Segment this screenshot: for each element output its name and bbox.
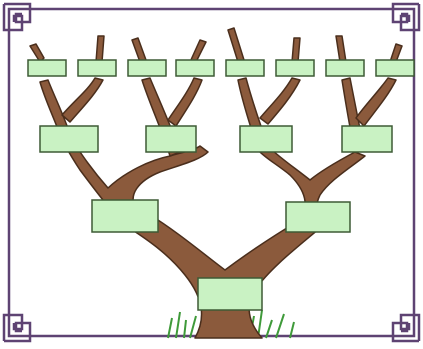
left-limb xyxy=(61,139,209,226)
name-box-great-grandparents-5[interactable] xyxy=(225,59,265,77)
name-box-root-1[interactable] xyxy=(197,277,263,311)
name-box-great-grandparents-8[interactable] xyxy=(375,59,415,77)
name-box-great-grandparents-2[interactable] xyxy=(77,59,117,77)
branch-gen2-3b xyxy=(259,77,301,125)
name-box-great-grandparents-6[interactable] xyxy=(275,59,315,77)
name-box-grandparents-4[interactable] xyxy=(341,125,393,153)
branch-gen2-1b xyxy=(61,77,104,123)
name-box-rect[interactable] xyxy=(175,59,215,77)
name-box-grandparents-3[interactable] xyxy=(239,125,293,153)
name-box-grandparents-2[interactable] xyxy=(145,125,197,153)
name-boxes xyxy=(27,59,415,311)
name-box-rect[interactable] xyxy=(77,59,117,77)
name-box-great-grandparents-1[interactable] xyxy=(27,59,67,77)
name-box-rect[interactable] xyxy=(27,59,67,77)
name-box-great-grandparents-4[interactable] xyxy=(175,59,215,77)
name-box-great-grandparents-7[interactable] xyxy=(325,59,365,77)
name-box-rect[interactable] xyxy=(341,125,393,153)
name-box-rect[interactable] xyxy=(39,125,99,153)
name-box-rect[interactable] xyxy=(275,59,315,77)
name-box-great-grandparents-3[interactable] xyxy=(127,59,167,77)
branch-gen2-4b xyxy=(355,77,397,127)
name-box-rect[interactable] xyxy=(197,277,263,311)
branch-gen2-2b xyxy=(167,77,203,127)
corner-ornament-bottom-left xyxy=(2,313,32,343)
name-box-rect[interactable] xyxy=(239,125,293,153)
twigs xyxy=(29,27,403,63)
name-box-parents-1[interactable] xyxy=(91,199,159,233)
name-box-rect[interactable] xyxy=(325,59,365,77)
corner-ornament-top-right xyxy=(391,2,421,32)
name-box-parents-2[interactable] xyxy=(285,201,351,233)
name-box-rect[interactable] xyxy=(225,59,265,77)
name-box-rect[interactable] xyxy=(375,59,415,77)
name-box-rect[interactable] xyxy=(127,59,167,77)
corner-ornament-top-left xyxy=(2,2,32,32)
name-box-rect[interactable] xyxy=(145,125,197,153)
name-box-grandparents-1[interactable] xyxy=(39,125,99,153)
right-limb xyxy=(257,147,366,229)
trunk xyxy=(124,214,321,339)
corner-ornament-bottom-right xyxy=(391,313,421,343)
name-box-rect[interactable] xyxy=(285,201,351,233)
name-box-rect[interactable] xyxy=(91,199,159,233)
